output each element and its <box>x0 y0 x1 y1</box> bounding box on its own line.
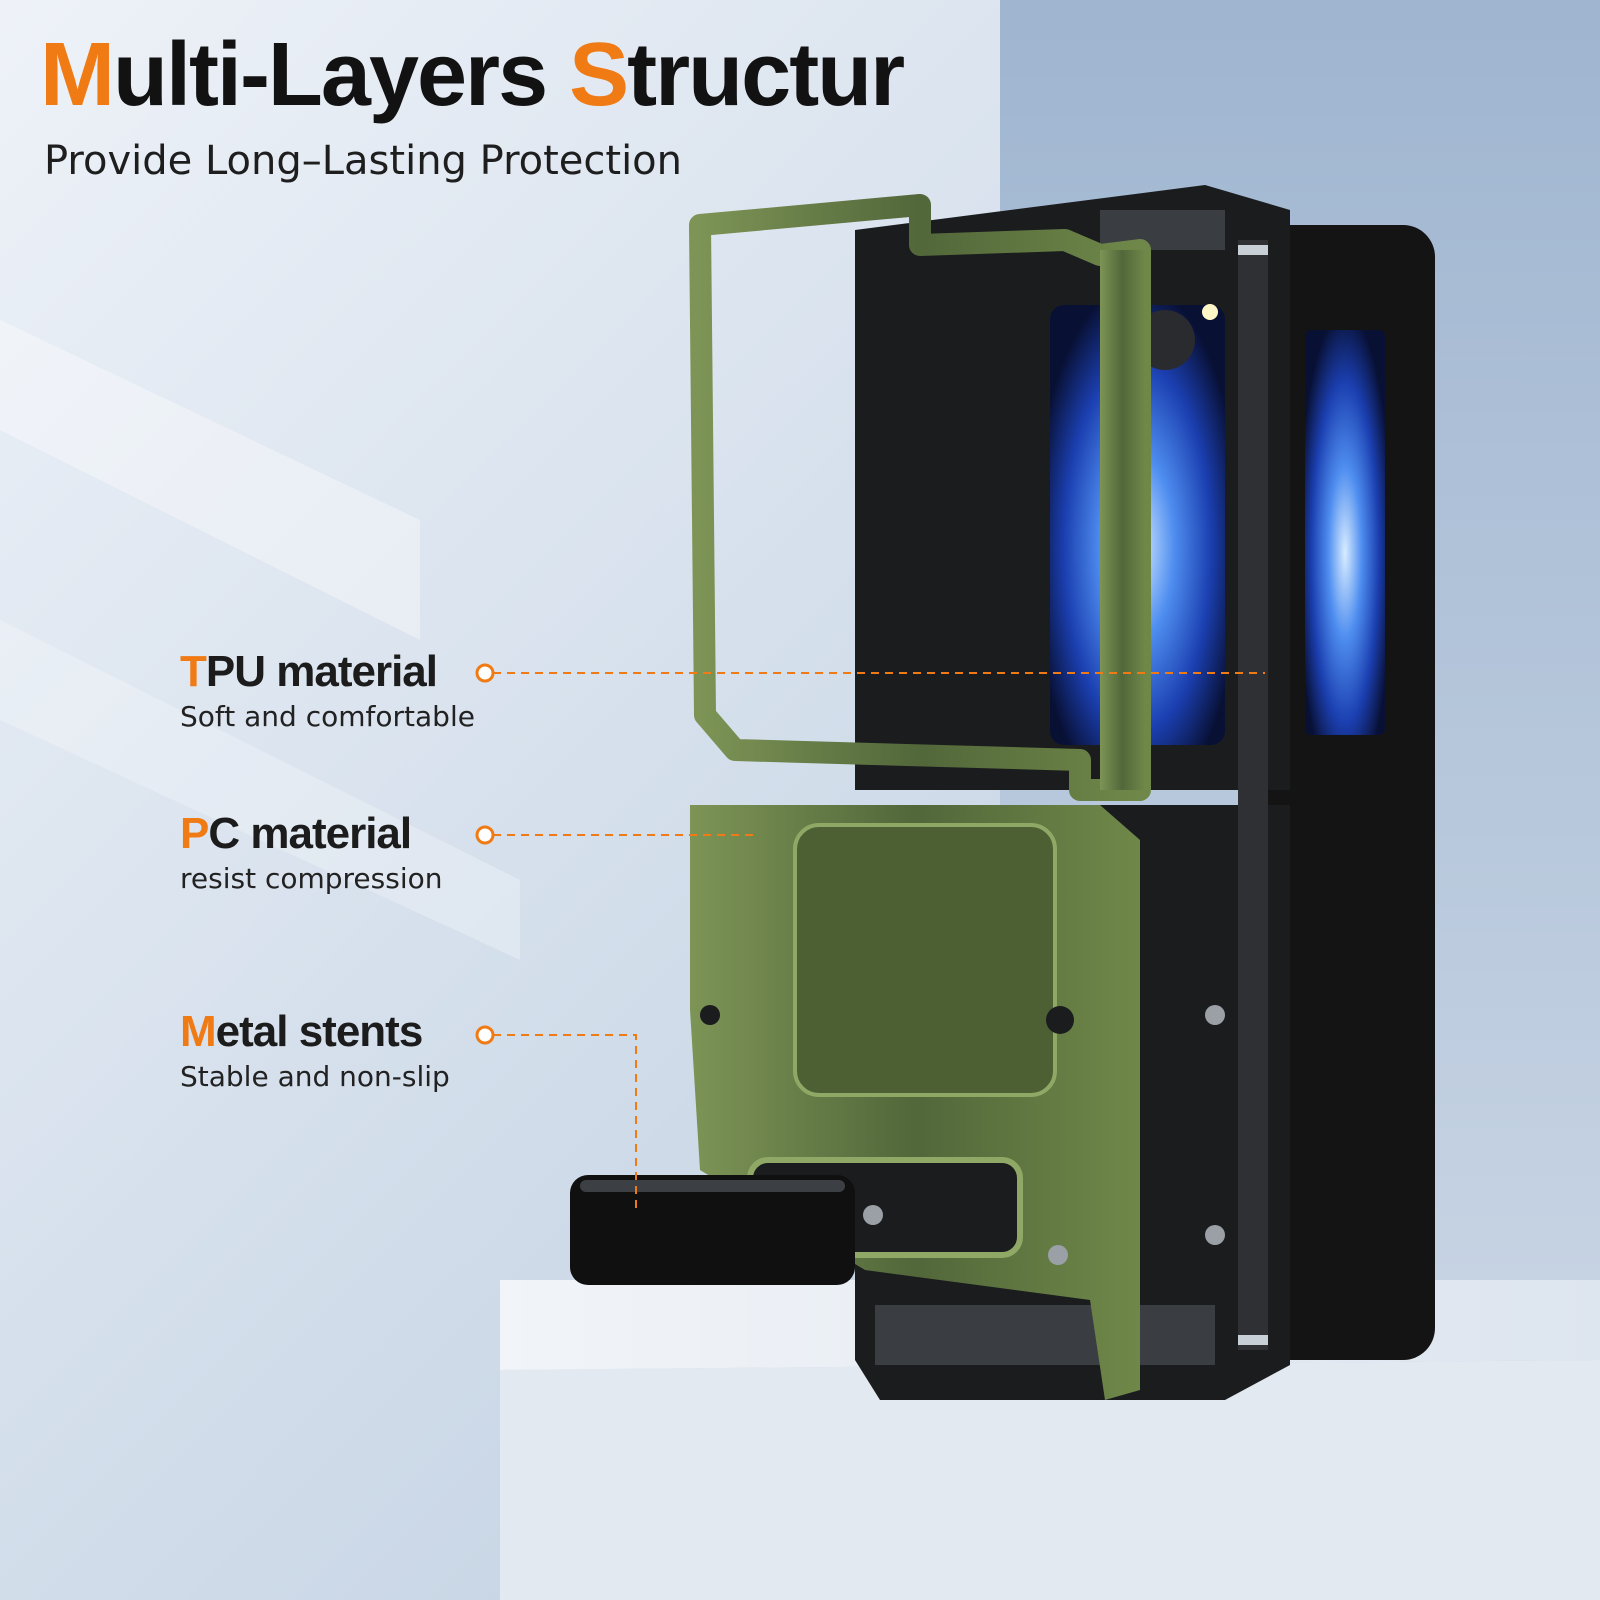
title-text: tructur <box>627 25 905 125</box>
feature-heading-text: etal stents <box>215 1007 424 1056</box>
grip-texture <box>875 1305 1215 1365</box>
title-accent-letter: M <box>40 25 115 125</box>
screw <box>1205 1225 1225 1245</box>
page-title: Multi-Layers Structur <box>40 30 905 120</box>
callout-dot-metal <box>475 1025 495 1045</box>
phone-cover-screen <box>1305 330 1385 735</box>
feature-heading-text: PU material <box>205 647 438 696</box>
metal-stand-highlight <box>580 1180 845 1192</box>
plate-hole <box>700 1005 720 1025</box>
feature-pc: PC material resist compression <box>180 812 443 896</box>
hinge-strip <box>1238 240 1268 1350</box>
light-streak <box>0 320 420 640</box>
callout-dot-pc <box>475 825 495 845</box>
callout-line-metal <box>493 1034 637 1210</box>
hinge-highlight <box>1238 1335 1268 1345</box>
feature-metal: Metal stents Stable and non-slip <box>180 1010 450 1094</box>
green-hinge-bar <box>1100 250 1145 790</box>
feature-accent-letter: P <box>180 809 209 858</box>
feature-tpu: TPU material Soft and comfortable <box>180 650 475 734</box>
title-text: ulti-Layers <box>112 25 570 125</box>
screw <box>863 1205 883 1225</box>
plate-hole <box>1046 1006 1074 1034</box>
subtitle: Provide Long–Lasting Protection <box>44 138 683 184</box>
callout-dot-tpu <box>475 663 495 683</box>
metal-stand <box>570 1175 855 1285</box>
screw <box>1205 1005 1225 1025</box>
camera-flash <box>1202 304 1218 320</box>
light-streak <box>0 620 520 960</box>
feature-accent-letter: M <box>180 1007 217 1056</box>
title-accent-letter: S <box>569 25 629 125</box>
screw <box>1048 1245 1068 1265</box>
plate-inner-panel <box>793 823 1057 1097</box>
feature-description: Soft and comfortable <box>180 700 475 733</box>
hinge-highlight <box>1238 245 1268 255</box>
feature-accent-letter: T <box>180 647 207 696</box>
pedestal-front <box>500 1360 1600 1600</box>
feature-description: Stable and non-slip <box>180 1060 450 1093</box>
feature-heading: Metal stents <box>180 1010 450 1054</box>
feature-heading-text: C material <box>208 809 412 858</box>
feature-description: resist compression <box>180 862 443 895</box>
feature-heading: PC material <box>180 812 443 856</box>
feature-heading: TPU material <box>180 650 475 694</box>
